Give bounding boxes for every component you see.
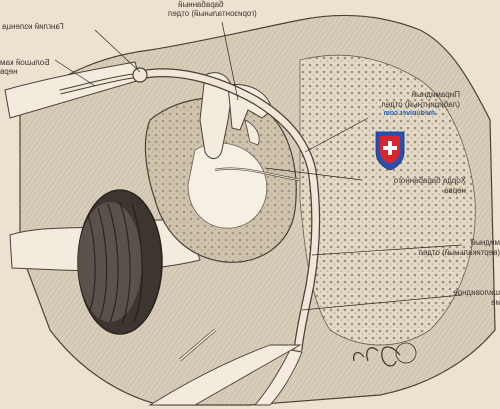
lower-nerve-bundle — [148, 344, 302, 406]
signature — [353, 342, 417, 367]
leader-pyramidal — [304, 117, 369, 153]
label-mastoid-1: мидный — [470, 238, 500, 247]
leader-big-stony — [54, 59, 96, 87]
label-chorda-1: Хорда барабанного — [393, 176, 466, 185]
leader-stylomastoid — [301, 294, 463, 311]
label-horizontal-2: (горизонтальный) отдел — [168, 9, 257, 18]
label-stylomastoid-1: шиловидное — [453, 288, 500, 297]
stapes — [244, 119, 260, 146]
label-chorda-2: нерва — [444, 186, 466, 195]
label-big-stony-2: нерв — [0, 67, 18, 76]
leader-horizontal — [221, 21, 239, 101]
label-pyramidal-1: Пирамидный — [411, 90, 460, 99]
leader-mastoid — [311, 244, 463, 256]
malleus — [199, 72, 233, 159]
geniculate-ganglion — [132, 67, 148, 83]
watermark-text: meduniver.com — [383, 110, 435, 117]
label-stylomastoid-2: ие — [491, 298, 500, 307]
styloid-process — [254, 349, 303, 406]
ear-canal-inner — [78, 202, 142, 322]
meduniver-logo — [375, 131, 405, 171]
label-mastoid-2: (вертикальный) отдел — [418, 248, 500, 257]
label-horizontal-1: барабанный — [178, 0, 224, 9]
leader-ganglion — [94, 29, 141, 73]
leader-chorda — [264, 167, 363, 181]
label-big-stony-1: Большой кам — [0, 58, 50, 67]
promontory — [187, 142, 268, 229]
label-ganglion: Ганглий коленца — [2, 22, 64, 31]
label-pyramidal-2: (лабиринтный) отдел — [381, 100, 460, 109]
